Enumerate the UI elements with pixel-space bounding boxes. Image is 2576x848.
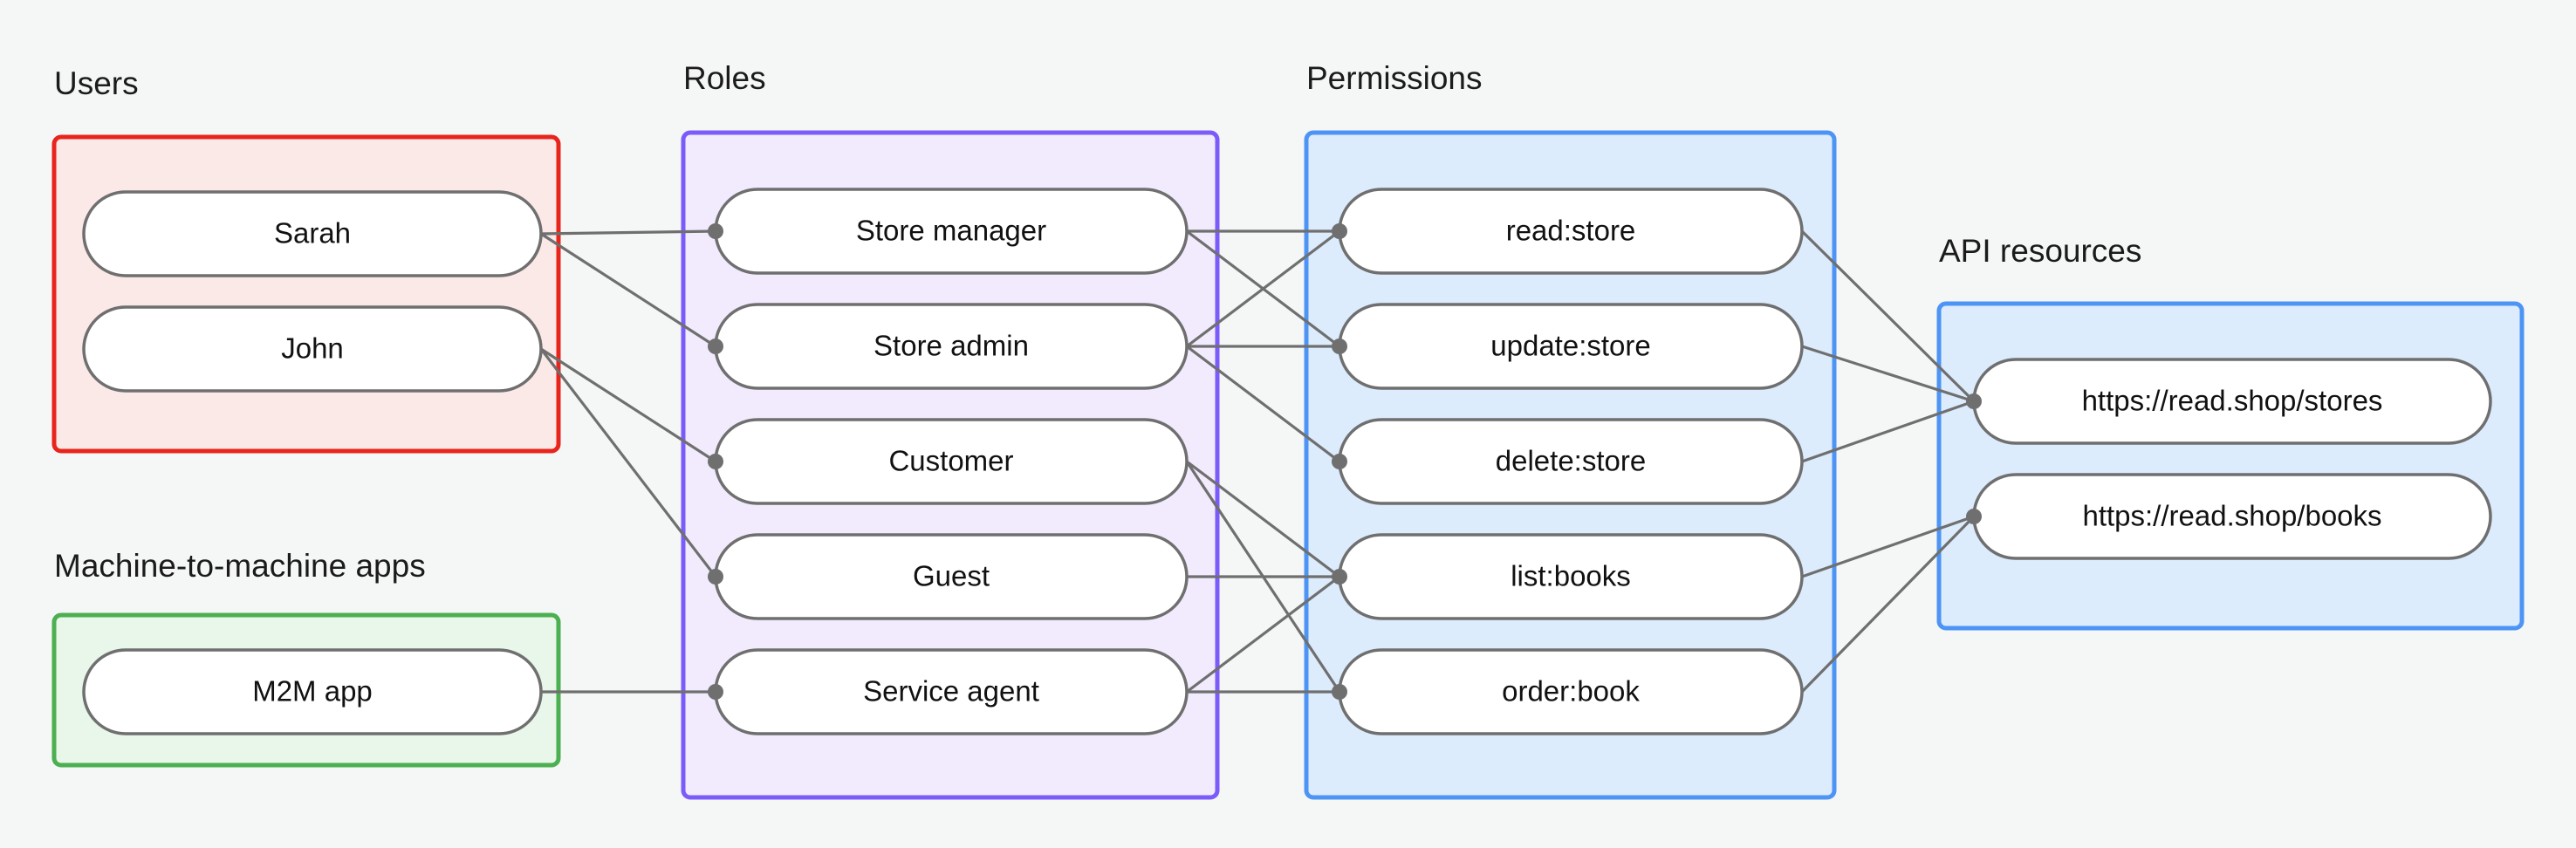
node-list_books[interactable]: list:books [1338,533,1804,620]
node-label-guest: Guest [913,560,990,592]
edge-customer-to-list_books [1186,460,1340,578]
edge-service_agent-to-list_books [1186,575,1340,694]
edge-sarah-to-store_admin [540,232,716,348]
node-label-service_agent: Service agent [863,675,1039,708]
node-label-sarah: Sarah [274,217,351,250]
node-pill-sarah[interactable] [82,190,543,277]
node-m2mapp[interactable]: M2M app [82,648,543,735]
edge-endpoint-guest [708,569,723,585]
node-sarah[interactable]: Sarah [82,190,543,277]
node-guest[interactable]: Guest [714,533,1189,620]
node-order_book[interactable]: order:book [1338,648,1804,735]
group-label-permissions: Permissions [1306,60,1483,96]
edge-read_store-to-res_stores [1800,229,1976,403]
group-box-users [51,134,561,454]
edge-delete_store-to-res_stores [1801,400,1975,463]
edges-layer [539,229,1976,694]
node-res_books[interactable]: https://read.shop/books [1972,473,2492,560]
edge-sarah-to-store_manager [540,229,716,236]
edge-endpoint-customer [708,454,723,469]
node-service_agent[interactable]: Service agent [714,648,1189,735]
node-update_store[interactable]: update:store [1338,303,1804,390]
node-customer[interactable]: Customer [714,418,1189,505]
node-pill-john[interactable] [82,305,543,393]
node-store_admin[interactable]: Store admin [714,303,1189,390]
edge-endpoint-read_store [1332,223,1347,239]
edge-endpoint-update_store [1332,339,1347,354]
node-label-res_books: https://read.shop/books [2082,500,2381,532]
node-label-update_store: update:store [1490,330,1650,362]
node-label-store_admin: Store admin [874,330,1029,362]
edge-store_admin-to-delete_store [1186,345,1340,463]
node-john[interactable]: John [82,305,543,393]
edge-endpoint-list_books [1332,569,1347,585]
node-label-store_manager: Store manager [856,215,1046,247]
group-label-roles: Roles [683,60,766,96]
node-label-delete_store: delete:store [1496,445,1646,477]
node-label-m2mapp: M2M app [252,675,373,708]
edge-list_books-to-res_books [1801,515,1975,578]
node-store_manager[interactable]: Store manager [714,188,1189,275]
node-label-res_stores: https://read.shop/stores [2082,385,2383,417]
edge-endpoint-service_agent [708,684,723,700]
edge-endpoint-delete_store [1332,454,1347,469]
edge-store_admin-to-read_store [1186,229,1340,348]
node-read_store[interactable]: read:store [1338,188,1804,275]
edge-order_book-to-res_books [1800,515,1976,694]
node-label-customer: Customer [888,445,1013,477]
group-label-api_resources: API resources [1939,233,2141,269]
edge-update_store-to-res_stores [1801,345,1975,403]
edge-endpoint-res_stores [1966,393,1982,409]
group-label-users: Users [54,65,139,101]
node-label-order_book: order:book [1502,675,1640,708]
node-delete_store[interactable]: delete:store [1338,418,1804,505]
edge-endpoint-res_books [1966,509,1982,524]
edge-endpoint-order_book [1332,684,1347,700]
group-box-api_resources [1936,301,2525,631]
node-label-list_books: list:books [1511,560,1631,592]
group-label-m2m: Machine-to-machine apps [54,548,426,584]
edge-endpoint-store_admin [708,339,723,354]
node-res_stores[interactable]: https://read.shop/stores [1972,358,2492,445]
edge-john-to-guest [539,348,717,578]
edge-endpoints-layer [708,223,1982,700]
node-label-read_store: read:store [1506,215,1636,247]
edge-endpoint-store_manager [708,223,723,239]
node-label-john: John [281,332,344,365]
node-pill-m2mapp[interactable] [82,648,543,735]
edge-john-to-customer [540,347,716,463]
